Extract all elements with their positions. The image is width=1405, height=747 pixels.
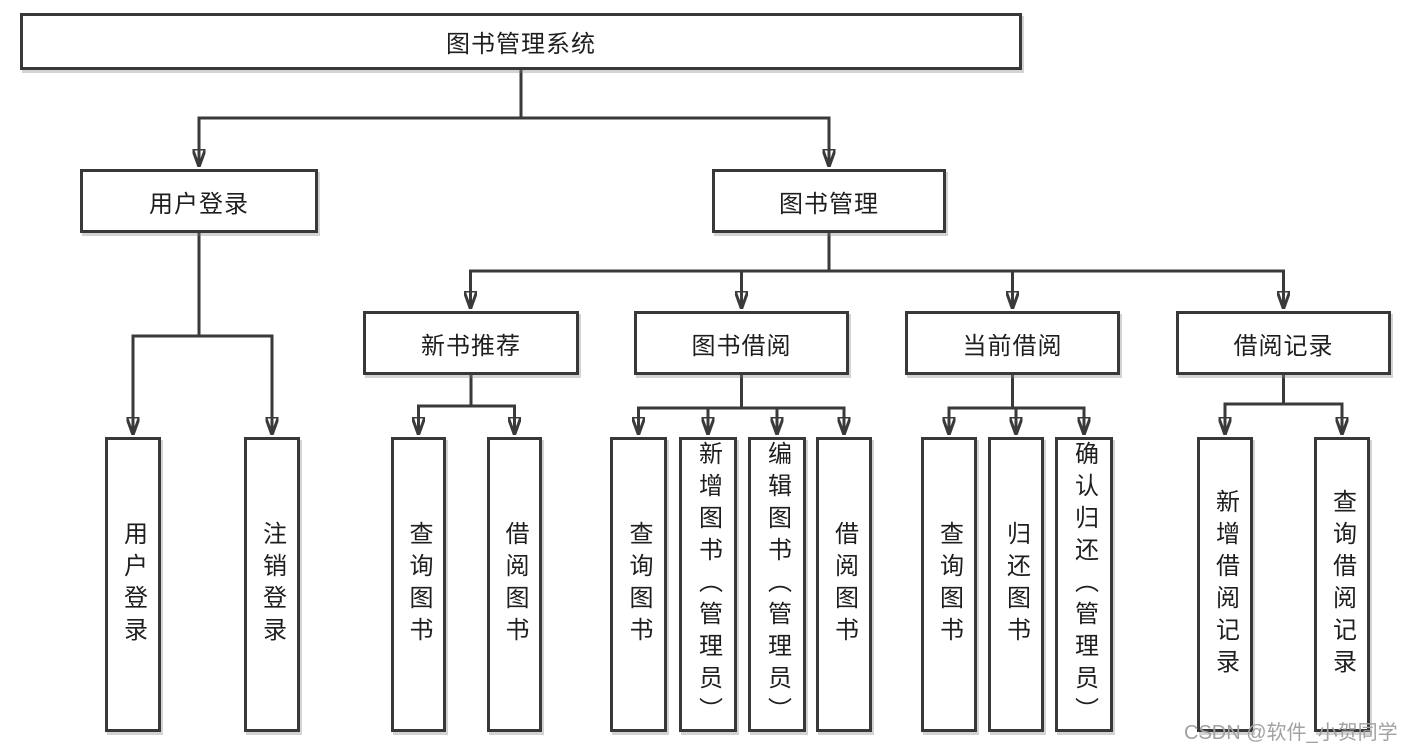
node-leaf-edit-books-admin: 编辑图书（管理员） (748, 437, 806, 732)
node-leaf-confirm-return-admin: 确认归还（管理员） (1055, 437, 1113, 732)
node-current-borrowing: 当前借阅 (905, 311, 1120, 375)
node-book-borrowing: 图书借阅 (634, 311, 849, 375)
node-leaf-search-borrow-record: 查询借阅记录 (1314, 437, 1370, 732)
node-library-management-system: 图书管理系统 (20, 13, 1022, 70)
node-leaf-borrow-books: 借阅图书 (816, 437, 872, 732)
node-leaf-user-login: 用户登录 (105, 437, 161, 732)
node-leaf-logout: 注销登录 (244, 437, 300, 732)
node-new-book-recommendation: 新书推荐 (363, 311, 579, 375)
node-leaf-search-books-recommend: 查询图书 (391, 437, 446, 732)
node-book-management: 图书管理 (712, 169, 946, 233)
node-borrowing-records: 借阅记录 (1176, 311, 1391, 375)
node-leaf-search-books: 查询图书 (610, 437, 667, 732)
node-leaf-add-borrow-record: 新增借阅记录 (1197, 437, 1253, 732)
node-leaf-add-books-admin: 新增图书（管理员） (679, 437, 737, 732)
node-leaf-borrow-books-recommend: 借阅图书 (487, 437, 542, 732)
node-leaf-return-books: 归还图书 (988, 437, 1044, 732)
csdn-watermark: CSDN @软件_小贺同学 (1184, 722, 1398, 744)
node-user-login: 用户登录 (80, 169, 318, 233)
node-leaf-search-books-current: 查询图书 (921, 437, 977, 732)
